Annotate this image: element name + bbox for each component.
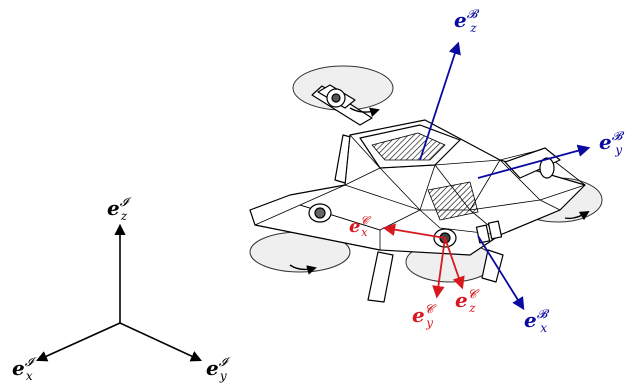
inertial-y-axis: [119, 322, 203, 362]
camera-y-axis: [432, 237, 446, 299]
camera-x-axis: [382, 223, 446, 239]
inertial-x-axis: [35, 322, 121, 362]
body-y-axis: [477, 144, 591, 179]
camera-z-axis: [444, 237, 465, 290]
quadrotor-drone-icon: [249, 65, 603, 303]
leg-front-left: [367, 251, 394, 303]
body-x-axis: [477, 235, 525, 311]
leg-front-right: [481, 249, 504, 283]
body-z-axis: [419, 41, 461, 161]
